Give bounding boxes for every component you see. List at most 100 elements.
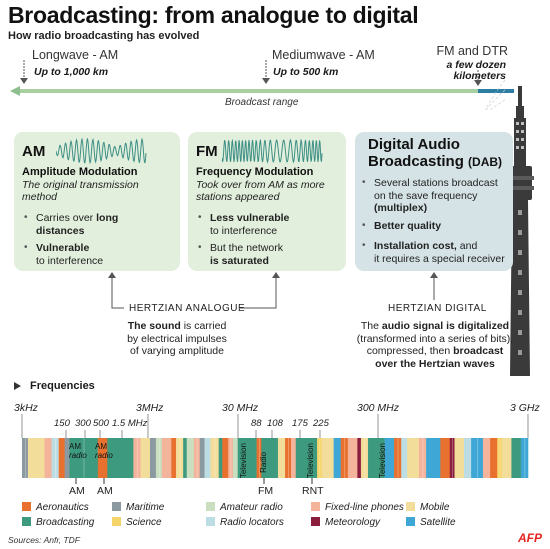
band-mobile xyxy=(210,438,220,478)
sources-note: Sources: Anfr, TDF xyxy=(8,535,80,545)
fm-marker-arrow xyxy=(474,80,482,86)
legend-item-satellite: Satellite xyxy=(406,517,456,528)
am-subtitle: Amplitude Modulation xyxy=(22,166,138,178)
dab-bullet-1: • Several stations broadcast on the save… xyxy=(362,177,498,214)
dab-card xyxy=(355,132,513,271)
band-aeronautics xyxy=(490,438,498,478)
page-subtitle: How radio broadcasting has evolved xyxy=(8,30,200,42)
band-fixed-line-phones xyxy=(44,438,52,478)
band-mobile xyxy=(321,438,334,478)
band-fixed-line-phones xyxy=(482,438,491,478)
band-maritime xyxy=(199,438,205,478)
band-satellite xyxy=(384,438,395,478)
legend-swatch xyxy=(206,517,215,526)
band-aeronautics xyxy=(440,438,451,478)
band-meteorology xyxy=(357,438,362,478)
legend-item-mobile: Mobile xyxy=(406,502,449,513)
bottom-label-fm: FM xyxy=(258,485,274,497)
band-divider xyxy=(319,438,321,478)
range-bar-analog xyxy=(20,89,478,93)
tick-3ghz: 3 GHz xyxy=(510,402,540,414)
tick-lines xyxy=(21,414,529,438)
legend-swatch xyxy=(22,502,31,511)
band-aeronautics xyxy=(394,438,402,478)
band-divider xyxy=(477,438,478,478)
legend-swatch xyxy=(22,517,31,526)
legend-item-meteorology: Meteorology xyxy=(311,517,380,528)
band-divider xyxy=(524,438,526,478)
band-fixed-line-phones xyxy=(133,438,141,478)
am-description-line1: The original transmission xyxy=(22,179,139,191)
broadcast-range-caption: Broadcast range xyxy=(225,97,299,108)
band-divider xyxy=(397,438,399,478)
band-mobile xyxy=(454,438,465,478)
band-fixed-line-phones xyxy=(161,438,172,478)
band-aeronautics xyxy=(97,438,108,478)
band-maritime xyxy=(22,438,29,478)
band-satellite xyxy=(426,438,441,478)
tick-150: 150 xyxy=(54,418,70,429)
band-divider xyxy=(179,438,181,478)
range-bar-digital xyxy=(478,89,514,93)
legend-item-broadcasting: Broadcasting xyxy=(22,517,94,528)
dab-title-line1: Digital Audio xyxy=(368,136,460,153)
hertzian-analogue-description: The sound is carried by electrical impul… xyxy=(127,320,227,357)
band-satellite xyxy=(471,438,484,478)
dab-bullet-2: • Better quality xyxy=(362,220,442,232)
band-television-1: Television xyxy=(239,443,248,479)
legend-item-maritime: Maritime xyxy=(112,502,164,513)
band-amateur-radio xyxy=(155,438,163,478)
legend-item-fixed-line-phones: Fixed-line phones xyxy=(311,502,404,513)
band-amateur-radio xyxy=(232,438,238,478)
fm-dtr-label: FM and DTR xyxy=(436,44,508,58)
band-divider xyxy=(288,438,289,478)
band-broadcasting xyxy=(295,438,318,478)
band-mobile xyxy=(407,438,420,478)
band-television-3: Television xyxy=(378,443,387,479)
band-aeronautics xyxy=(285,438,292,478)
am-wave-icon xyxy=(56,138,147,164)
legend-swatch xyxy=(406,517,415,526)
tick-108: 108 xyxy=(267,418,283,429)
legend-swatch xyxy=(112,502,121,511)
hertzian-digital-label: HERTZIAN DIGITAL xyxy=(388,303,487,314)
band-mobile xyxy=(176,438,184,478)
band-fixed-line-phones xyxy=(418,438,427,478)
band-divider xyxy=(344,438,346,478)
mediumwave-label: Mediumwave - AM xyxy=(272,48,375,62)
band-aeronautics xyxy=(58,438,65,478)
band-television-2: Television xyxy=(306,443,315,479)
am-description-line2: method xyxy=(22,191,58,203)
band-satellite xyxy=(520,438,529,478)
band-fixed-line-phones xyxy=(228,438,234,478)
legend-swatch xyxy=(311,502,320,511)
band-fixed-line-phones xyxy=(347,438,358,478)
am-bullet-1: • Carries over long distances xyxy=(24,212,119,237)
band-divider xyxy=(196,438,198,478)
spectrum-bands xyxy=(22,438,529,478)
band-radio-locators xyxy=(401,438,408,478)
band-science xyxy=(317,438,323,478)
band-divider xyxy=(55,438,56,478)
band-broadcasting xyxy=(218,438,223,478)
fm-subtitle: Frequency Modulation xyxy=(196,166,314,178)
frequencies-arrow-icon xyxy=(14,382,21,390)
band-mobile xyxy=(140,438,151,478)
fm-dtr-distance-line1: a few dozen xyxy=(446,59,506,71)
frequency-spectrum xyxy=(21,414,529,484)
band-aeronautics xyxy=(222,438,229,478)
legend-item-science: Science xyxy=(112,517,162,528)
tick-3khz: 3kHz xyxy=(14,402,38,414)
longwave-marker-arrow xyxy=(20,78,28,84)
band-mobile xyxy=(27,438,45,478)
tick-1-5mhz: 1.5 MHz xyxy=(112,418,148,429)
band-radio-locators xyxy=(464,438,472,478)
band-radio-locators xyxy=(204,438,211,478)
am-description: The original transmission method xyxy=(22,179,139,203)
tick-3mhz: 3MHz xyxy=(136,402,164,414)
legend-item-amateur-radio: Amateur radio xyxy=(206,502,283,513)
band-aeronautics xyxy=(340,438,349,478)
band-divider xyxy=(136,438,138,478)
hertzian-digital-description: The audio signal is digitalized (transfo… xyxy=(356,320,514,370)
tick-300: 300 xyxy=(75,418,91,429)
